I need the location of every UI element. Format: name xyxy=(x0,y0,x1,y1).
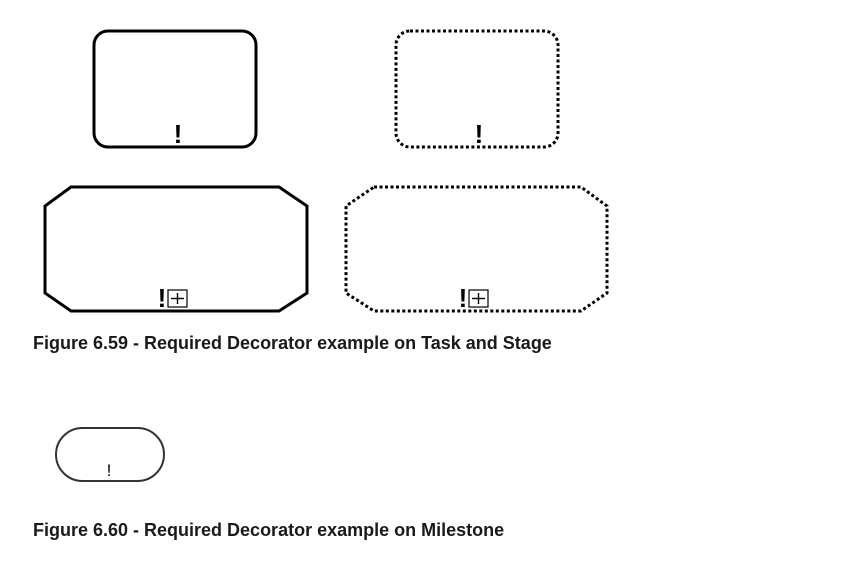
task-solid-border xyxy=(92,29,258,149)
plus-box-icon xyxy=(167,289,188,308)
task-dotted-border xyxy=(394,29,560,149)
required-decorator-icon: ! xyxy=(107,461,112,480)
stage-dotted-shape: ! xyxy=(344,185,609,313)
required-decorator-icon: ! xyxy=(158,283,167,313)
plus-box-icon xyxy=(468,289,489,308)
task-solid-shape: ! xyxy=(92,29,258,149)
required-decorator-icon: ! xyxy=(475,119,484,149)
required-decorator-icon: ! xyxy=(459,283,468,313)
milestone-border xyxy=(55,427,165,482)
figure-caption-6-60: Figure 6.60 - Required Decorator example… xyxy=(33,520,505,540)
milestone-shape: ! xyxy=(55,427,165,482)
required-decorator-icon: ! xyxy=(174,119,183,149)
stage-dotted-border xyxy=(344,185,609,313)
task-dotted-shape: ! xyxy=(394,29,560,149)
stage-solid-border xyxy=(43,185,309,313)
stage-solid-shape: ! xyxy=(43,185,309,313)
figure-caption-6-59: Figure 6.59 - Required Decorator example… xyxy=(33,333,552,353)
